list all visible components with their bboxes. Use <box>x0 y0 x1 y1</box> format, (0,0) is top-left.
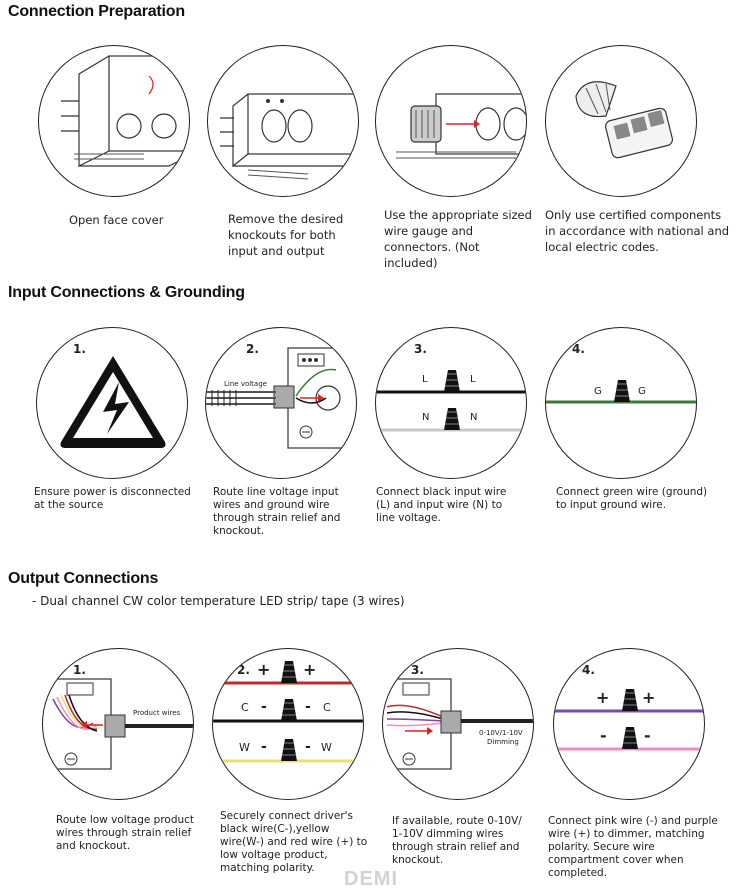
dimming-wire-routing-icon <box>383 678 533 770</box>
illustration-power-warning: 1. <box>36 327 188 479</box>
wire-nut-dimmer-icon <box>554 689 704 751</box>
wire-label-plus-left: + <box>257 660 271 679</box>
line-voltage-label: Line voltage <box>224 380 267 388</box>
step-number: 2. <box>246 342 259 356</box>
wire-nut-line-neutral-icon <box>376 370 526 432</box>
caption-output-2: Securely connect driver's black wire(C-)… <box>220 810 368 874</box>
product-wire-routing-icon <box>43 678 193 770</box>
illustration-route-product-wires: 1. Product wires <box>42 648 194 800</box>
wire-label-l-right: L <box>470 374 476 385</box>
caption-output-1: Route low voltage product wires through … <box>56 814 195 852</box>
section-title-connection-preparation: Connection Preparation <box>8 3 185 20</box>
caption-output-3: If available, route 0-10V/ 1-10V dimming… <box>392 815 522 866</box>
strain-relief-icon <box>396 93 526 159</box>
step-number: 4. <box>582 663 595 677</box>
illustration-connect-dimmer-wires: 4. + + - - <box>553 648 705 800</box>
section-title-input-connections: Input Connections & Grounding <box>8 284 245 301</box>
wire-label-n-right: N <box>470 412 478 423</box>
output-subtitle: - Dual channel CW color temperature LED … <box>32 594 405 608</box>
wire-label-plus-right: + <box>303 660 317 679</box>
wire-label-w-right: W <box>321 741 332 754</box>
illustration-line-neutral-connection: 3. L L N N <box>375 327 527 479</box>
wire-label-c-left: C <box>241 701 249 714</box>
wire-connector-icon <box>575 81 674 159</box>
line-voltage-routing-icon <box>206 347 356 449</box>
high-voltage-warning-icon <box>60 356 166 448</box>
illustration-ground-connection: 4. G G <box>545 327 697 479</box>
wire-label-g-left: G <box>594 386 602 397</box>
caption-prep-2: Remove the desired knockouts for both in… <box>228 212 344 258</box>
caption-prep-1: Open face cover <box>69 213 164 227</box>
driver-box-open-icon <box>61 55 189 167</box>
illustration-route-dimming-wires: 3. 0-10V/1-10V Dimming <box>382 648 534 800</box>
wire-label-minus-w-right: - <box>305 739 311 755</box>
wire-label-plus-left: + <box>596 688 610 707</box>
illustration-connect-led-wires: 2. + + C - - C W - - W <box>212 648 364 800</box>
section-title-output-connections: Output Connections <box>8 570 159 587</box>
caption-prep-4: Only use certified components in accorda… <box>545 208 730 254</box>
knockout-box-icon <box>220 93 358 180</box>
illustration-route-line-voltage: 2. Line voltage <box>205 327 357 479</box>
wire-nut-ground-icon <box>546 380 696 404</box>
wire-label-l-left: L <box>422 374 428 385</box>
caption-input-4: Connect green wire (ground) to input gro… <box>556 486 708 511</box>
wire-label-n-left: N <box>422 412 430 423</box>
caption-input-2: Route line voltage input wires and groun… <box>213 486 341 537</box>
wire-label-c-right: C <box>323 701 331 714</box>
step-number: 1. <box>73 663 86 677</box>
caption-input-1: Ensure power is disconnected at the sour… <box>34 486 191 511</box>
wire-label-minus-w-left: - <box>261 739 267 755</box>
illustration-open-face-cover <box>38 45 190 197</box>
wire-label-minus-right: - <box>644 726 651 745</box>
wire-nut-led-channels-icon <box>213 661 363 763</box>
wire-label-minus-c-left: - <box>261 699 267 715</box>
wire-label-minus-c-right: - <box>305 699 311 715</box>
step-number: 3. <box>411 663 424 677</box>
dimming-label-word: Dimming <box>487 738 519 746</box>
step-number: 1. <box>73 342 86 356</box>
wire-label-minus-left: - <box>600 726 607 745</box>
wire-label-plus-right: + <box>642 688 656 707</box>
step-number: 3. <box>414 342 427 356</box>
dimming-label-range: 0-10V/1-10V <box>479 729 523 737</box>
wire-label-w-left: W <box>239 741 250 754</box>
wire-label-g-right: G <box>638 386 646 397</box>
illustration-certified-components <box>545 45 697 197</box>
illustration-remove-knockouts <box>207 45 359 197</box>
caption-input-3: Connect black input wire (L) and input w… <box>376 486 507 524</box>
step-number: 2. <box>237 663 250 677</box>
watermark-text: DEMI <box>344 868 398 890</box>
caption-prep-3: Use the appropriate sized wire gauge and… <box>384 208 532 270</box>
product-wires-label: Product wires <box>133 709 181 717</box>
illustration-wire-gauge <box>375 45 527 197</box>
step-number: 4. <box>572 342 585 356</box>
caption-output-4: Connect pink wire (-) and purple wire (+… <box>548 815 718 879</box>
